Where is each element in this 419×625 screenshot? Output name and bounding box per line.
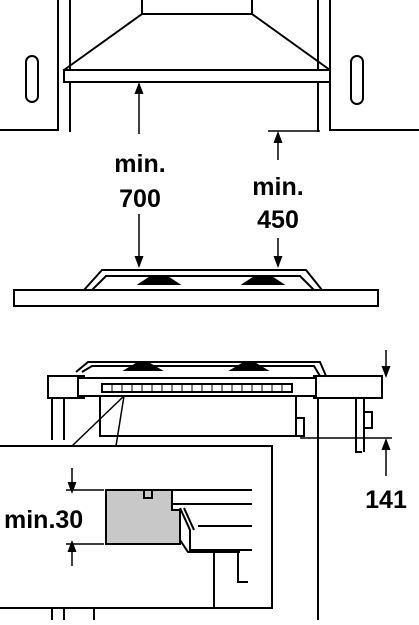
detail-callout-leader (71, 395, 125, 447)
bottom-figure (47, 361, 392, 620)
right-wall-cabinet (317, 0, 419, 132)
cabinet-clearance-label-2: 450 (257, 206, 299, 234)
hob-edge-detail (143, 489, 252, 608)
worktop-min-arrows (66, 468, 104, 566)
worktop-top (13, 289, 379, 307)
worktop-min-label: min.30 (4, 506, 83, 534)
cooker-hood (63, 0, 331, 83)
hob-top-view (70, 269, 340, 291)
lower-cabinet-lines (51, 608, 95, 620)
hob-frame (75, 361, 327, 377)
detail-inset: min.30 (0, 445, 273, 609)
hob-body (77, 377, 317, 397)
left-wall-cabinet (0, 0, 71, 132)
hood-clearance-label-2: 700 (119, 185, 161, 213)
depth-dimension-label: 141 (365, 486, 407, 514)
cabinet-clearance-label-1: min. (252, 173, 303, 201)
worktop-right (313, 375, 383, 399)
top-figure (0, 0, 419, 132)
hood-clearance-label-1: min. (114, 150, 165, 178)
